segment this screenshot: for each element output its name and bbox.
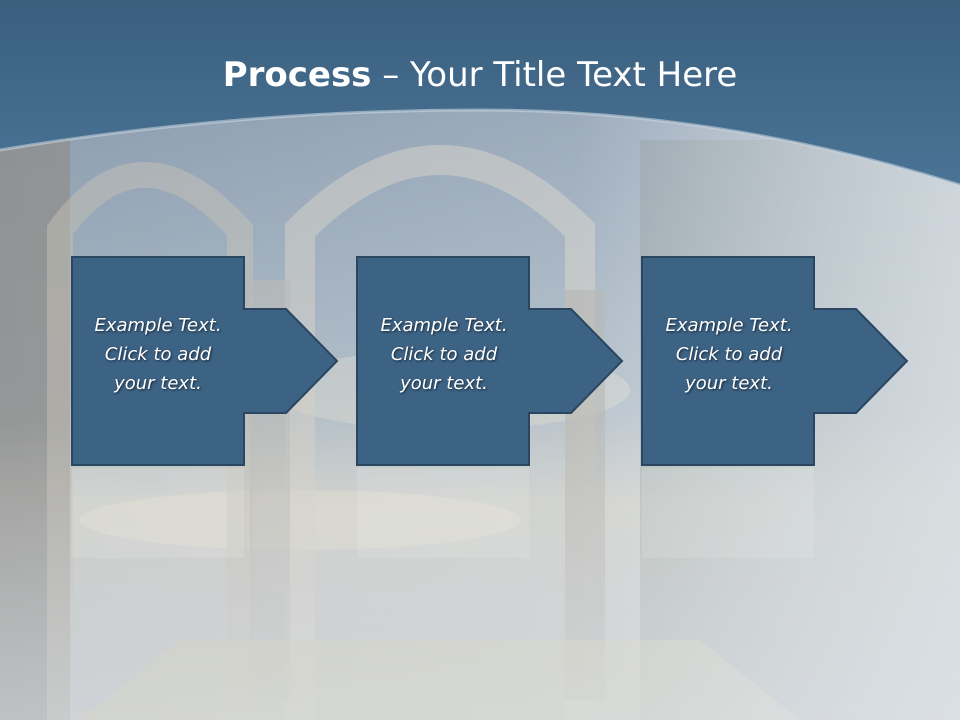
process-step-3[interactable] — [641, 256, 909, 466]
step-text-line: Example Text. — [665, 315, 793, 336]
step-text-line: your text. — [400, 373, 488, 394]
step-text-line: Click to add — [104, 344, 212, 365]
slide-title[interactable]: Process – Your Title Text Here — [0, 52, 960, 98]
fade-overlay — [0, 420, 960, 720]
title-rest: – Your Title Text Here — [371, 55, 738, 95]
process-step-2[interactable] — [356, 256, 624, 466]
header-band — [0, 0, 960, 185]
header-curve — [0, 108, 960, 187]
step-1-text[interactable]: Example Text. Click to add your text. — [71, 311, 245, 398]
title-bold: Process — [222, 55, 372, 95]
reflections — [72, 468, 814, 558]
step-text-line: your text. — [685, 373, 773, 394]
step-text-line: Click to add — [390, 344, 498, 365]
step-text-line: your text. — [114, 373, 202, 394]
step-text-line: Example Text. — [94, 315, 222, 336]
process-step-1[interactable] — [71, 256, 339, 466]
step-2-text[interactable]: Example Text. Click to add your text. — [357, 311, 531, 398]
step-text-line: Click to add — [675, 344, 783, 365]
step-text-line: Example Text. — [380, 315, 508, 336]
step-3-text[interactable]: Example Text. Click to add your text. — [642, 311, 816, 398]
